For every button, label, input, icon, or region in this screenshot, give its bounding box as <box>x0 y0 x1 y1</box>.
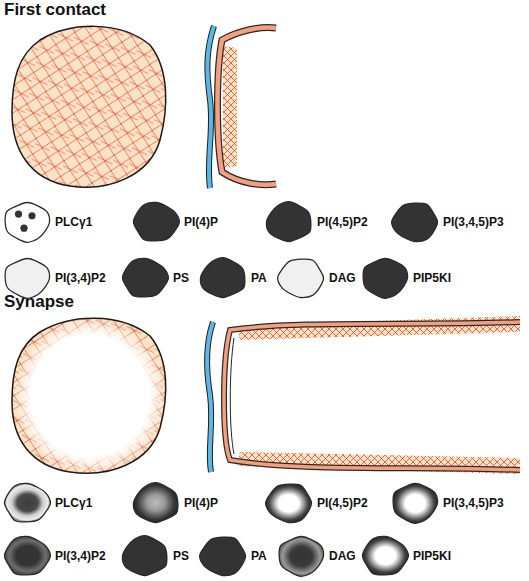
blob-shape <box>198 256 248 300</box>
lipid-blob: PI(3,4,5)P3 <box>390 481 504 525</box>
blob-outline <box>278 259 324 298</box>
blob-shape <box>264 200 314 244</box>
lipid-label: PIP5KI <box>413 271 451 285</box>
blob-shape <box>2 481 52 525</box>
lipid-label: PIP5KI <box>413 549 451 563</box>
blob-outline <box>200 258 244 298</box>
blob-outline <box>133 483 177 523</box>
blob-outline <box>5 202 49 242</box>
apc-membrane-outline <box>207 322 213 472</box>
blob-outline <box>362 536 408 575</box>
blob-shape <box>120 534 170 578</box>
lipid-label: PI(3,4,5)P3 <box>443 215 504 229</box>
blob-shape <box>2 200 52 244</box>
cluster-dot <box>20 225 27 232</box>
blob-shape <box>2 256 52 300</box>
blob-outline <box>266 484 312 523</box>
blob-outline <box>133 202 179 241</box>
blob-shape <box>131 200 181 244</box>
lipid-label: PS <box>173 549 189 563</box>
blob-outline <box>266 202 310 242</box>
lipid-blob: PI(4)P <box>131 200 218 244</box>
lipid-blob: PA <box>198 534 267 578</box>
blob-outline <box>392 203 438 242</box>
blob-outline <box>4 536 50 575</box>
blob-shape <box>198 534 248 578</box>
lipid-label: PA <box>251 549 267 563</box>
lipid-blob: PA <box>198 256 267 300</box>
apc-membrane <box>207 322 213 472</box>
lipid-label: PLCγ1 <box>55 215 92 229</box>
lipid-label: PS <box>173 271 189 285</box>
lipid-blob: PIP5KI <box>360 534 451 578</box>
lipid-label: PI(4,5)P2 <box>317 496 368 510</box>
lipid-label: PI(4,5)P2 <box>317 215 368 229</box>
blob-shape <box>131 481 181 525</box>
blob-outline <box>393 483 437 523</box>
cell-membrane <box>218 28 277 185</box>
blob-shape <box>360 534 410 578</box>
lipid-blob: DAG <box>276 534 356 578</box>
lipid-label: PI(4)P <box>184 496 218 510</box>
blob-shape <box>390 481 440 525</box>
lipid-label: PI(3,4)P2 <box>55 271 106 285</box>
lipid-label: PI(3,4,5)P3 <box>443 496 504 510</box>
blob-shape <box>360 256 410 300</box>
inner-membrane <box>230 338 234 454</box>
blob-outline <box>122 536 166 576</box>
blob-shape <box>264 481 314 525</box>
lipid-blob: DAG <box>276 256 356 300</box>
lipid-label: PLCγ1 <box>55 496 92 510</box>
blob-outline <box>279 536 323 576</box>
section-title: First contact <box>4 0 106 20</box>
blob-outline <box>363 258 407 298</box>
blob-shape <box>276 534 326 578</box>
lipid-blob: PI(4)P <box>131 481 218 525</box>
lipid-blob: PI(3,4)P2 <box>2 256 106 300</box>
lipid-blob: PI(3,4,5)P3 <box>390 200 504 244</box>
lipid-blob: PI(4,5)P2 <box>264 200 368 244</box>
apc-membrane-outline <box>207 26 214 188</box>
lipid-label: DAG <box>329 549 356 563</box>
actin-cleared-center <box>8 312 172 480</box>
cell-top-view <box>12 26 166 187</box>
lipid-blob: PS <box>120 256 189 300</box>
lipid-blob: PS <box>120 534 189 578</box>
lipid-blob: PI(3,4)P2 <box>2 534 106 578</box>
lipid-label: DAG <box>329 271 356 285</box>
blob-shape <box>390 200 440 244</box>
cell-membrane-outline <box>218 28 277 185</box>
apc-membrane <box>207 26 214 188</box>
cluster-dot <box>28 212 35 219</box>
cell-outline <box>12 318 166 473</box>
blob-outline <box>5 258 49 298</box>
section-title: Synapse <box>4 292 74 312</box>
lipid-blob: PLCγ1 <box>2 200 92 244</box>
blob-outline <box>4 483 50 522</box>
blob-shape <box>276 256 326 300</box>
lipid-blob: PIP5KI <box>360 256 451 300</box>
lipid-label: PA <box>251 271 267 285</box>
blob-outline <box>200 537 246 576</box>
blob-shape <box>120 256 170 300</box>
lipid-label: PI(4)P <box>184 215 218 229</box>
cluster-dot <box>15 210 22 217</box>
lipid-blob: PI(4,5)P2 <box>264 481 368 525</box>
cell-membrane-outline <box>224 322 520 470</box>
blob-shape <box>2 534 52 578</box>
lipid-label: PI(3,4)P2 <box>55 549 106 563</box>
lipid-blob: PLCγ1 <box>2 481 92 525</box>
cell-membrane <box>224 322 520 470</box>
blob-outline <box>122 258 168 297</box>
hatched-cortex <box>223 46 237 168</box>
